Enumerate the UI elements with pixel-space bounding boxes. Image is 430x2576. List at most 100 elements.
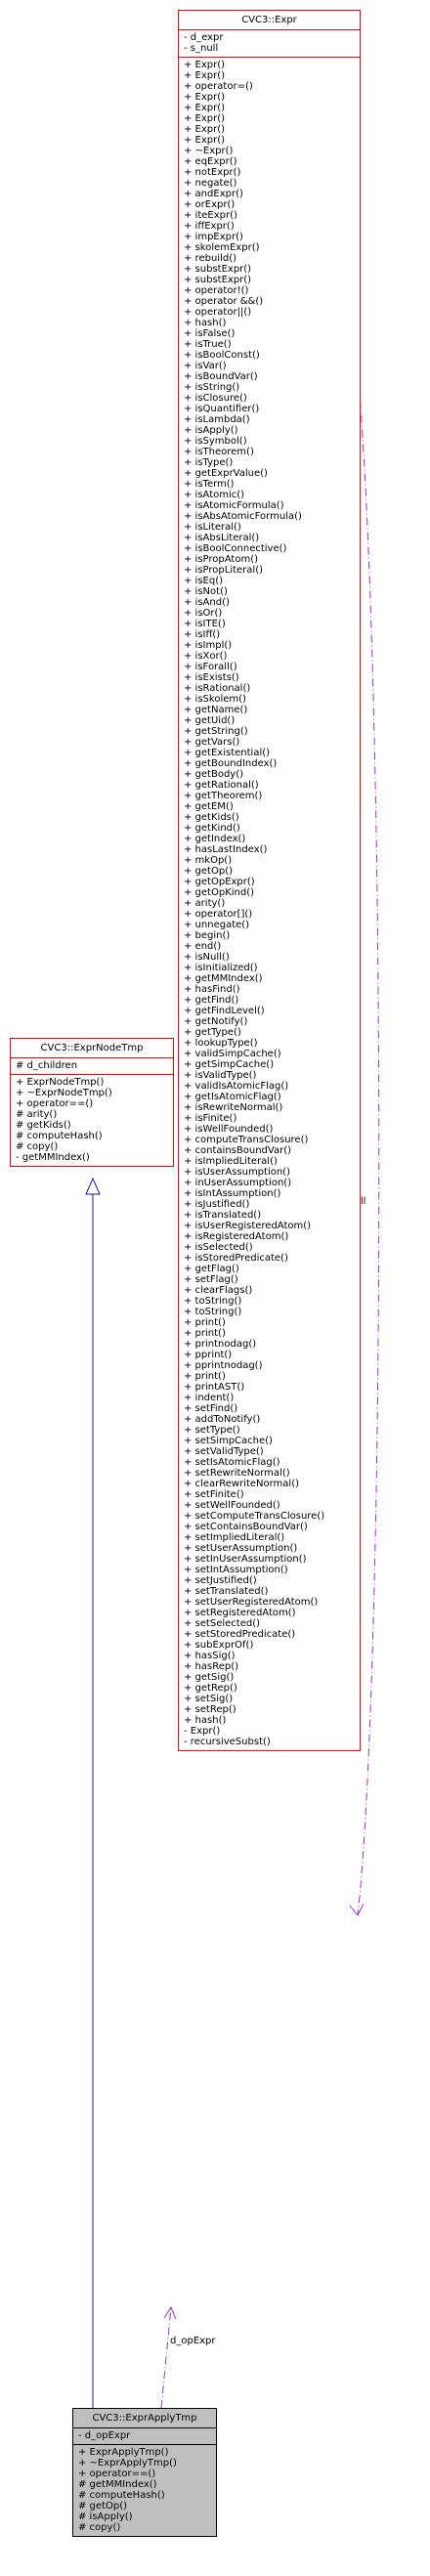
expr-method-row[interactable]: + isRegisteredAtom() [184,1231,289,1242]
expr-method-row[interactable]: + Expr() [184,70,226,81]
expr-method-row[interactable]: + setValidType() [184,1446,264,1457]
expr-method-row[interactable]: + isWellFounded() [184,1124,274,1135]
expr-method-row[interactable]: + substExpr() [184,264,252,275]
expr-method-row[interactable]: + getEM() [184,801,234,812]
expr-method-row[interactable]: + setJustified() [184,1575,257,1586]
expr-method-row[interactable]: + isClosure() [184,393,247,404]
expr-method-row[interactable]: + isNot() [184,586,228,597]
expr-method-row[interactable]: + operator!() [184,285,249,296]
expr-method-row[interactable]: + getBody() [184,769,244,780]
expr-method-row[interactable]: + getOp() [184,866,233,877]
expr-method-row[interactable]: + setRegisteredAtom() [184,1608,296,1618]
expr-method-row[interactable]: + isInitialized() [184,963,258,973]
expr-method-row[interactable]: + setSimpCache() [184,1436,273,1446]
expr-method-row[interactable]: + setInUserAssumption() [184,1554,307,1565]
expr-method-row[interactable]: + lookupType() [184,1038,258,1049]
expr-method-row[interactable]: + isForall() [184,662,237,672]
expr-method-row[interactable]: + isExists() [184,672,239,683]
expr-method-row[interactable]: + Expr() [184,60,226,70]
expr-method-row[interactable]: + hash() [184,1715,227,1726]
expr-method-row[interactable]: + validSimpCache() [184,1049,281,1059]
exprapplytmp-method-row[interactable]: + ExprApplyTmp() [78,2447,169,2458]
expr-method-row[interactable]: + substExpr() [184,275,252,285]
exprnodetmp-method-row[interactable]: # copy() [16,1141,59,1152]
expr-method-row[interactable]: + print() [184,1371,226,1382]
expr-method-row[interactable]: + setFinite() [184,1489,244,1500]
expr-method-row[interactable]: + hasLastIndex() [184,844,268,855]
expr-method-row[interactable]: + getFindLevel() [184,1006,265,1016]
expr-method-row[interactable]: + unnegate() [184,920,250,930]
expr-method-row[interactable]: + computeTransClosure() [184,1135,309,1145]
expr-method-row[interactable]: + setRep() [184,1704,236,1715]
expr-method-row[interactable]: + setTranslated() [184,1586,269,1597]
expr-method-row[interactable]: + getNotify() [184,1016,248,1027]
expr-method-row[interactable]: + isLiteral() [184,522,241,533]
expr-method-row[interactable]: + isSkolem() [184,694,246,705]
expr-method-row[interactable]: + isLambda() [184,414,250,425]
expr-method-row[interactable]: + mkOp() [184,855,233,866]
expr-method-row[interactable]: + getExistential() [184,748,271,758]
expr-method-row[interactable]: + print() [184,1317,226,1328]
expr-method-row[interactable]: + Expr() [184,113,226,124]
expr-method-row[interactable]: + printnodag() [184,1339,257,1350]
expr-method-row[interactable]: + setUserAssumption() [184,1543,298,1554]
exprapplytmp-method-row[interactable]: # copy() [78,2522,121,2533]
exprnodetmp-class-box[interactable]: CVC3::ExprNodeTmp # d_children + ExprNod… [10,1038,174,1167]
exprnodetmp-method-row[interactable]: # getKids() [16,1120,71,1131]
expr-method-row[interactable]: + isVar() [184,361,227,371]
expr-method-row[interactable]: + getName() [184,705,248,715]
expr-method-row[interactable]: + isAbsLiteral() [184,533,260,543]
expr-method-row[interactable]: + Expr() [184,135,226,146]
expr-method-row[interactable]: + pprintnodag() [184,1360,263,1371]
exprapplytmp-method-row[interactable]: # getMMIndex() [78,2479,157,2490]
expr-method-row[interactable]: + getUid() [184,715,236,726]
expr-method-row[interactable]: + isPropLiteral() [184,565,264,576]
expr-method-row[interactable]: + skolemExpr() [184,242,260,253]
expr-method-row[interactable]: + getFlag() [184,1264,239,1274]
expr-method-row[interactable]: + setUserRegisteredAtom() [184,1597,319,1608]
expr-method-row[interactable]: + andExpr() [184,189,243,199]
expr-method-row[interactable]: + getKids() [184,812,239,823]
expr-method-row[interactable]: + isIntAssumption() [184,1188,281,1199]
expr-method-row[interactable]: + notExpr() [184,167,241,178]
expr-method-row[interactable]: + Expr() [184,92,226,103]
expr-method-row[interactable]: + rebuild() [184,253,236,264]
expr-method-row[interactable]: + isIff() [184,629,221,640]
expr-class-box[interactable]: CVC3::Expr - d_expr- s_null + Expr()+ Ex… [178,10,361,1751]
exprnodetmp-attribute-row[interactable]: # d_children [16,1060,78,1071]
expr-method-row[interactable]: + isAbsAtomicFormula() [184,511,302,522]
exprapplytmp-method-row[interactable]: # getOp() [78,2501,127,2512]
exprapplytmp-method-row[interactable]: # computeHash() [78,2490,165,2501]
expr-method-row[interactable]: + operator=() [184,81,253,92]
expr-method-row[interactable]: + isString() [184,382,240,393]
expr-method-row[interactable]: + isImpliedLiteral() [184,1156,278,1167]
exprnodetmp-method-row[interactable]: + ~ExprNodeTmp() [16,1088,112,1098]
expr-attribute-row[interactable]: - d_expr [184,32,224,43]
expr-method-row[interactable]: - recursiveSubst() [184,1737,271,1747]
expr-method-row[interactable]: + clearRewriteNormal() [184,1479,300,1489]
expr-method-row[interactable]: + ~Expr() [184,146,234,156]
expr-method-row[interactable]: + getOpKind() [184,887,255,898]
expr-method-row[interactable]: + isSymbol() [184,436,247,447]
expr-method-row[interactable]: + isITE() [184,619,226,629]
expr-method-row[interactable]: + negate() [184,178,237,189]
expr-method-row[interactable]: + isFinite() [184,1113,237,1124]
expr-method-row[interactable]: + validIsAtomicFlag() [184,1081,289,1092]
expr-method-row[interactable]: + setIsAtomicFlag() [184,1457,280,1468]
expr-method-row[interactable]: + getType() [184,1027,241,1038]
expr-method-row[interactable]: + print() [184,1328,226,1339]
expr-method-row[interactable]: + setSig() [184,1694,234,1704]
expr-method-row[interactable]: + isTrue() [184,339,232,350]
expr-method-row[interactable]: + inUserAssumption() [184,1178,292,1188]
expr-method-row[interactable]: + isTerm() [184,479,235,490]
expr-method-row[interactable]: + getBoundIndex() [184,758,278,769]
exprnodetmp-method-row[interactable]: # arity() [16,1109,58,1120]
expr-method-row[interactable]: + isImpl() [184,640,233,651]
exprapplytmp-method-row[interactable]: # isApply() [78,2512,133,2522]
expr-method-row[interactable]: + isTheorem() [184,447,254,457]
expr-method-row[interactable]: + hash() [184,318,227,328]
exprnodetmp-method-row[interactable]: + ExprNodeTmp() [16,1077,105,1088]
expr-method-row[interactable]: + isRewriteNormal() [184,1102,283,1113]
expr-method-row[interactable]: + Expr() [184,124,226,135]
expr-method-row[interactable]: + isAtomicFormula() [184,500,284,511]
